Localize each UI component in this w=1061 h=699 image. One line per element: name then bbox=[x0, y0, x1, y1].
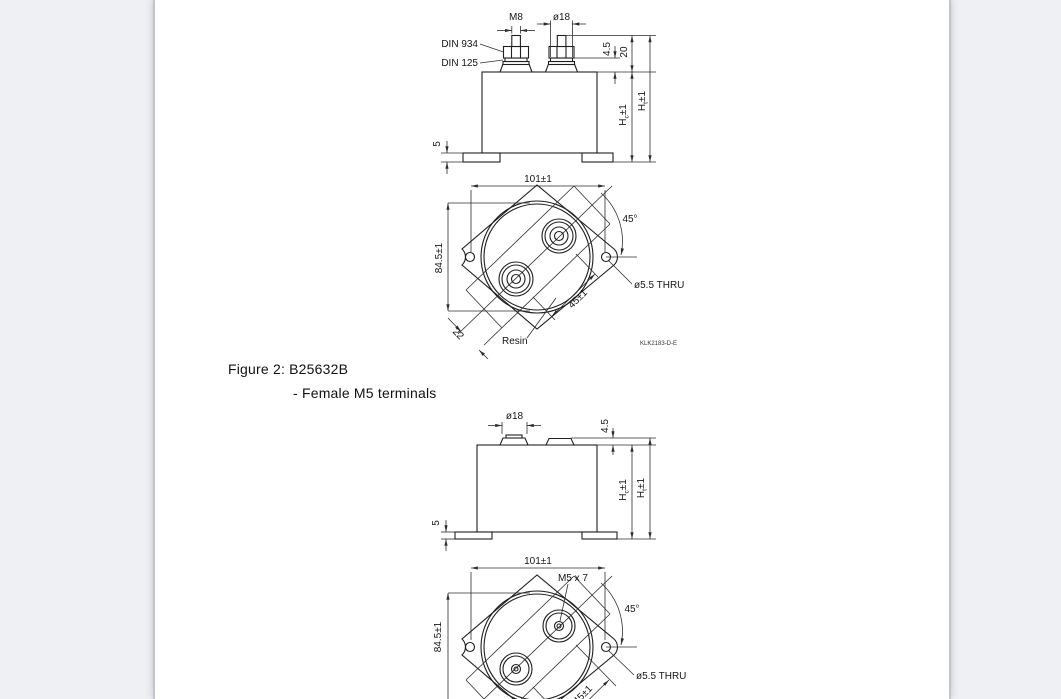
dim-label-hc: Hc±1 bbox=[618, 479, 631, 501]
figure-caption-subtitle: - Female M5 terminals bbox=[293, 385, 437, 401]
fig2-side-view: ø18 4.5 Hc±1 Ht±1 5 101±1 bbox=[431, 411, 656, 640]
fig2-terminal-left bbox=[499, 434, 529, 446]
dim-label-flange5: 5 bbox=[431, 520, 442, 526]
label-m5x7: M5 x 7 bbox=[558, 573, 588, 584]
figure2-drawing: ø18 4.5 Hc±1 Ht±1 5 101±1 bbox=[431, 411, 686, 699]
dim-label-flange5: 5 bbox=[432, 141, 443, 147]
dim-label-angle45: 45° bbox=[624, 604, 639, 615]
dim-label-hc: Hc±1 bbox=[618, 104, 631, 126]
dim-label-width101: 101±1 bbox=[524, 174, 552, 185]
fig1-terminal-top-b bbox=[498, 261, 534, 297]
fig2-terminal-top-b bbox=[499, 652, 533, 686]
fig1-terminal-left bbox=[499, 34, 533, 73]
dim-label-dia18: ø18 bbox=[553, 12, 571, 23]
figure1-drawing: M8 ø18 DIN 934 DIN 125 4.5 20 Hc±1 Ht±1 bbox=[432, 12, 684, 360]
dim-label-angle45: 45° bbox=[622, 214, 637, 225]
dim-label-20: 20 bbox=[619, 46, 630, 58]
label-din934: DIN 934 bbox=[441, 39, 478, 50]
mount-hole-left bbox=[464, 251, 476, 263]
fig2-terminal-right bbox=[545, 437, 575, 446]
label-resin: Resin bbox=[502, 336, 528, 347]
dim-label-width101: 101±1 bbox=[524, 556, 552, 567]
dim-label-depth: 84.5±1 bbox=[434, 242, 445, 273]
dim-label-ht: Ht±1 bbox=[637, 91, 650, 112]
dim-label-m8: M8 bbox=[509, 12, 523, 23]
drawing-code: KLK2183-D-E bbox=[640, 341, 677, 347]
fig1-top-view: 45±1 22 45° ø5.5 THRU Resin KLK2183-D-E … bbox=[434, 184, 684, 360]
dim-label-4-5: 4.5 bbox=[600, 419, 611, 433]
dim-label-depth: 84.5±1 bbox=[433, 621, 444, 652]
dim-label-hole: ø5.5 THRU bbox=[634, 280, 684, 291]
fig2-terminal-top-a bbox=[542, 609, 576, 643]
dim-label-4-5: 4.5 bbox=[602, 42, 613, 56]
dim-label-dia18: ø18 bbox=[506, 411, 524, 422]
dim-label-hole: ø5.5 THRU bbox=[636, 671, 686, 682]
fig1-terminal-right bbox=[544, 34, 579, 73]
fig2-top-view: M5 x 7 45° ø5.5 THRU 84.5±1 45±1 bbox=[433, 573, 686, 699]
label-din125: DIN 125 bbox=[441, 58, 478, 69]
figure-caption-title: Figure 2: B25632B bbox=[228, 361, 349, 377]
fig1-terminal-top-a bbox=[541, 218, 577, 254]
mount-hole-left bbox=[464, 641, 476, 653]
fig1-side-view: M8 ø18 DIN 934 DIN 125 4.5 20 Hc±1 Ht±1 bbox=[432, 12, 656, 252]
dim-label-pitch45: 45±1 bbox=[566, 287, 590, 311]
dim-label-ht: Ht±1 bbox=[636, 478, 649, 499]
